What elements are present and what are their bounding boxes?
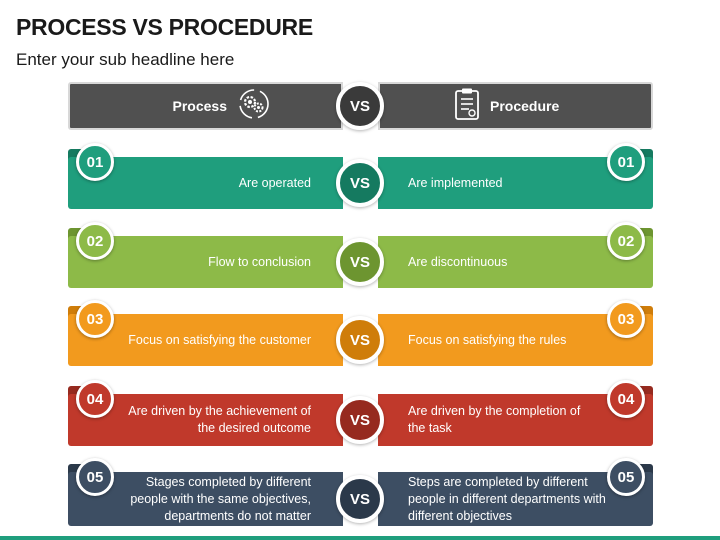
row-procedure-text: Are driven by the completion of the task	[408, 404, 581, 435]
comparison-row-2: Flow to conclusion Are discontinuous VS …	[68, 222, 653, 288]
row-vs-badge: VS	[336, 396, 384, 444]
footer-accent-bar	[0, 536, 720, 540]
page-subtitle: Enter your sub headline here	[16, 50, 235, 69]
clipboard-checklist-icon	[454, 87, 480, 126]
row-process-text: Are operated	[238, 175, 311, 190]
row-process-text: Stages completed by different people wit…	[130, 474, 311, 523]
row-procedure-text: Steps are completed by different people …	[408, 474, 606, 523]
row-number-left: 04	[76, 380, 114, 418]
row-process-cell: Flow to conclusion	[68, 236, 343, 288]
row-vs-badge: VS	[336, 159, 384, 207]
header-process-label: Process	[172, 97, 227, 114]
row-process-cell: Are driven by the achievement of the des…	[68, 394, 343, 446]
row-number-right: 03	[607, 300, 645, 338]
row-number-left: 03	[76, 300, 114, 338]
row-procedure-text: Are discontinuous	[408, 254, 508, 269]
row-procedure-text: Are implemented	[408, 175, 503, 190]
row-number-right: 02	[607, 222, 645, 260]
page-title: PROCESS VS PROCEDURE	[16, 14, 313, 40]
row-vs-badge: VS	[336, 475, 384, 523]
row-process-cell: Stages completed by different people wit…	[68, 472, 343, 526]
row-number-left: 02	[76, 222, 114, 260]
row-procedure-text: Focus on satisfying the rules	[408, 332, 567, 347]
header-procedure-label: Procedure	[490, 97, 560, 114]
row-procedure-cell: Are discontinuous	[378, 236, 653, 288]
row-process-text: Are driven by the achievement of the des…	[128, 404, 311, 435]
header-vs-badge: VS	[336, 82, 384, 130]
row-vs-badge: VS	[336, 316, 384, 364]
row-process-text: Focus on satisfying the customer	[128, 332, 311, 347]
comparison-header: Process Procedure VS	[68, 82, 653, 130]
comparison-row-4: Are driven by the achievement of the des…	[68, 380, 653, 446]
row-number-left: 05	[76, 458, 114, 496]
comparison-row-1: Are operated Are implemented VS 01 01	[68, 143, 653, 209]
comparison-row-3: Focus on satisfying the customer Focus o…	[68, 300, 653, 366]
row-process-text: Flow to conclusion	[208, 254, 311, 269]
row-number-right: 01	[607, 143, 645, 181]
row-vs-badge: VS	[336, 238, 384, 286]
row-process-cell: Are operated	[68, 157, 343, 209]
header-process: Process	[68, 82, 343, 130]
header-procedure: Procedure	[378, 82, 653, 130]
comparison-row-5: Stages completed by different people wit…	[68, 458, 653, 526]
row-number-right: 05	[607, 458, 645, 496]
gears-cycle-icon	[237, 87, 271, 126]
row-number-right: 04	[607, 380, 645, 418]
row-number-left: 01	[76, 143, 114, 181]
row-process-cell: Focus on satisfying the customer	[68, 314, 343, 366]
